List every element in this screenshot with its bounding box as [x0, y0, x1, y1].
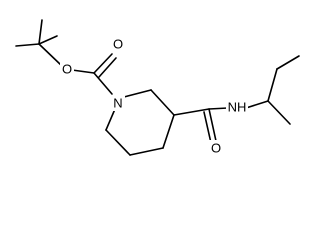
- molecule-drawing: O O N NH O: [15, 19, 300, 156]
- bond-c4-c5: [129, 147, 164, 156]
- bond-carbonyl-c-o-double-b: [98, 57, 117, 78]
- bond-tbu-c-me2: [38, 19, 43, 45]
- atom-nh-amide: NH: [226, 99, 248, 115]
- bond-amide-c-o-double-a: [208, 108, 217, 142]
- bond-carbonyl-c-n: [93, 72, 113, 95]
- atom-label-o-ester: O: [62, 62, 72, 77]
- bond-ch-ch2: [267, 68, 278, 102]
- bond-ch-methyl: [267, 100, 291, 125]
- bond-c2-c3: [150, 89, 175, 116]
- atom-label-nh-amide: NH: [228, 100, 247, 115]
- atom-o-ester: O: [60, 61, 74, 77]
- bond-amide-c-nh: [208, 107, 229, 110]
- structure-diagram: O O N NH O: [15, 19, 300, 156]
- piperidine-ring: [105, 89, 175, 156]
- bond-nh-ch: [245, 100, 269, 109]
- bond-tbu-c-me1: [15, 43, 40, 47]
- boc-carbamate: [71, 53, 117, 95]
- amide-group: [173, 107, 229, 144]
- tert-butyl-group: [15, 19, 63, 67]
- atom-o-amide: O: [209, 140, 223, 156]
- bond-n-c2: [123, 89, 152, 98]
- bond-o-carbonyl-c: [71, 69, 95, 74]
- sec-butyl-group: [245, 55, 300, 125]
- bond-c6-n: [105, 108, 116, 131]
- bond-carbonyl-c-o-double-a: [93, 53, 113, 74]
- bond-c3-c4: [162, 114, 175, 149]
- atom-label-o-amide: O: [211, 141, 221, 156]
- bond-c5-c6: [105, 129, 131, 156]
- bond-ch2-ch3: [276, 55, 300, 70]
- atom-label-n-ring: N: [113, 96, 122, 111]
- bond-c3-amide-c: [173, 108, 210, 116]
- bond-amide-c-o-double-b: [203, 111, 212, 144]
- bond-tbu-c-o: [38, 43, 63, 67]
- atom-n-ring: N: [111, 95, 125, 111]
- atom-label-o-boc-carbonyl: O: [113, 37, 123, 52]
- atom-o-boc-carbonyl: O: [111, 36, 125, 52]
- bond-tbu-c-me3: [38, 35, 58, 45]
